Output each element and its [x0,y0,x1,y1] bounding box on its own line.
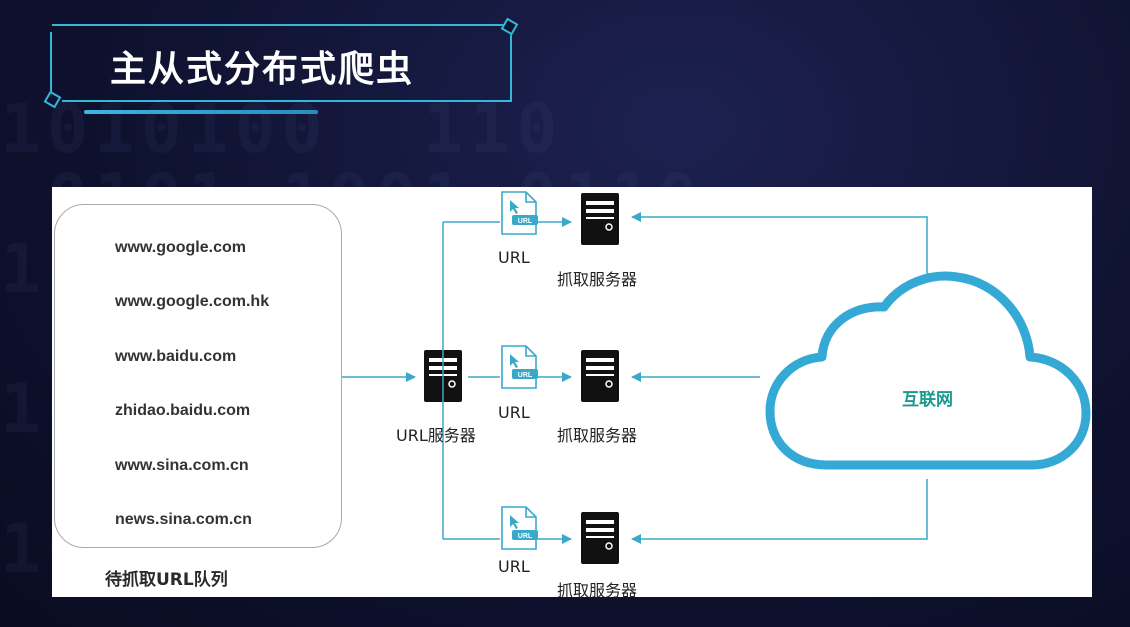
queue-url-item: news.sina.com.cn [115,511,252,528]
url-label: URL [498,248,530,267]
diagram-panel: www.google.com www.google.com.hk www.bai… [52,187,1092,600]
fetch-server-icon [580,192,620,246]
internet-to-fetch-server-arrow [631,479,928,544]
queue-url-item: www.google.com [115,239,246,256]
fetch-server-label: 抓取服务器 [557,426,638,445]
fetch-server-icon [580,511,620,565]
url-queue-box: www.google.com www.google.com.hk www.bai… [54,204,342,548]
url-label: URL [498,557,530,576]
fetch-server-label: 抓取服务器 [557,270,638,289]
url-label: URL [498,403,530,422]
url-server-label: URL服务器 [396,426,476,445]
title-frame [43,17,519,109]
diagram-connections: URL [342,191,1091,565]
internet-label: 互联网 [902,390,953,410]
fetch-server-label: 抓取服务器 [557,581,638,600]
fetch-server-icon [580,349,620,403]
queue-url-item: www.google.com.hk [115,293,270,310]
url-file-icon [501,191,539,235]
queue-url-item: www.sina.com.cn [115,457,249,474]
queue-url-item: www.baidu.com [115,348,237,365]
title-underline [84,110,318,114]
queue-caption: 待抓取URL队列 [105,570,228,590]
page-title: 主从式分布式爬虫 [110,49,415,90]
cloud-icon [765,271,1091,470]
url-file-icon [501,345,539,389]
queue-url-item: zhidao.baidu.com [115,402,251,419]
url-file-icon [501,506,539,550]
internet-to-fetch-server-arrow [631,212,928,277]
